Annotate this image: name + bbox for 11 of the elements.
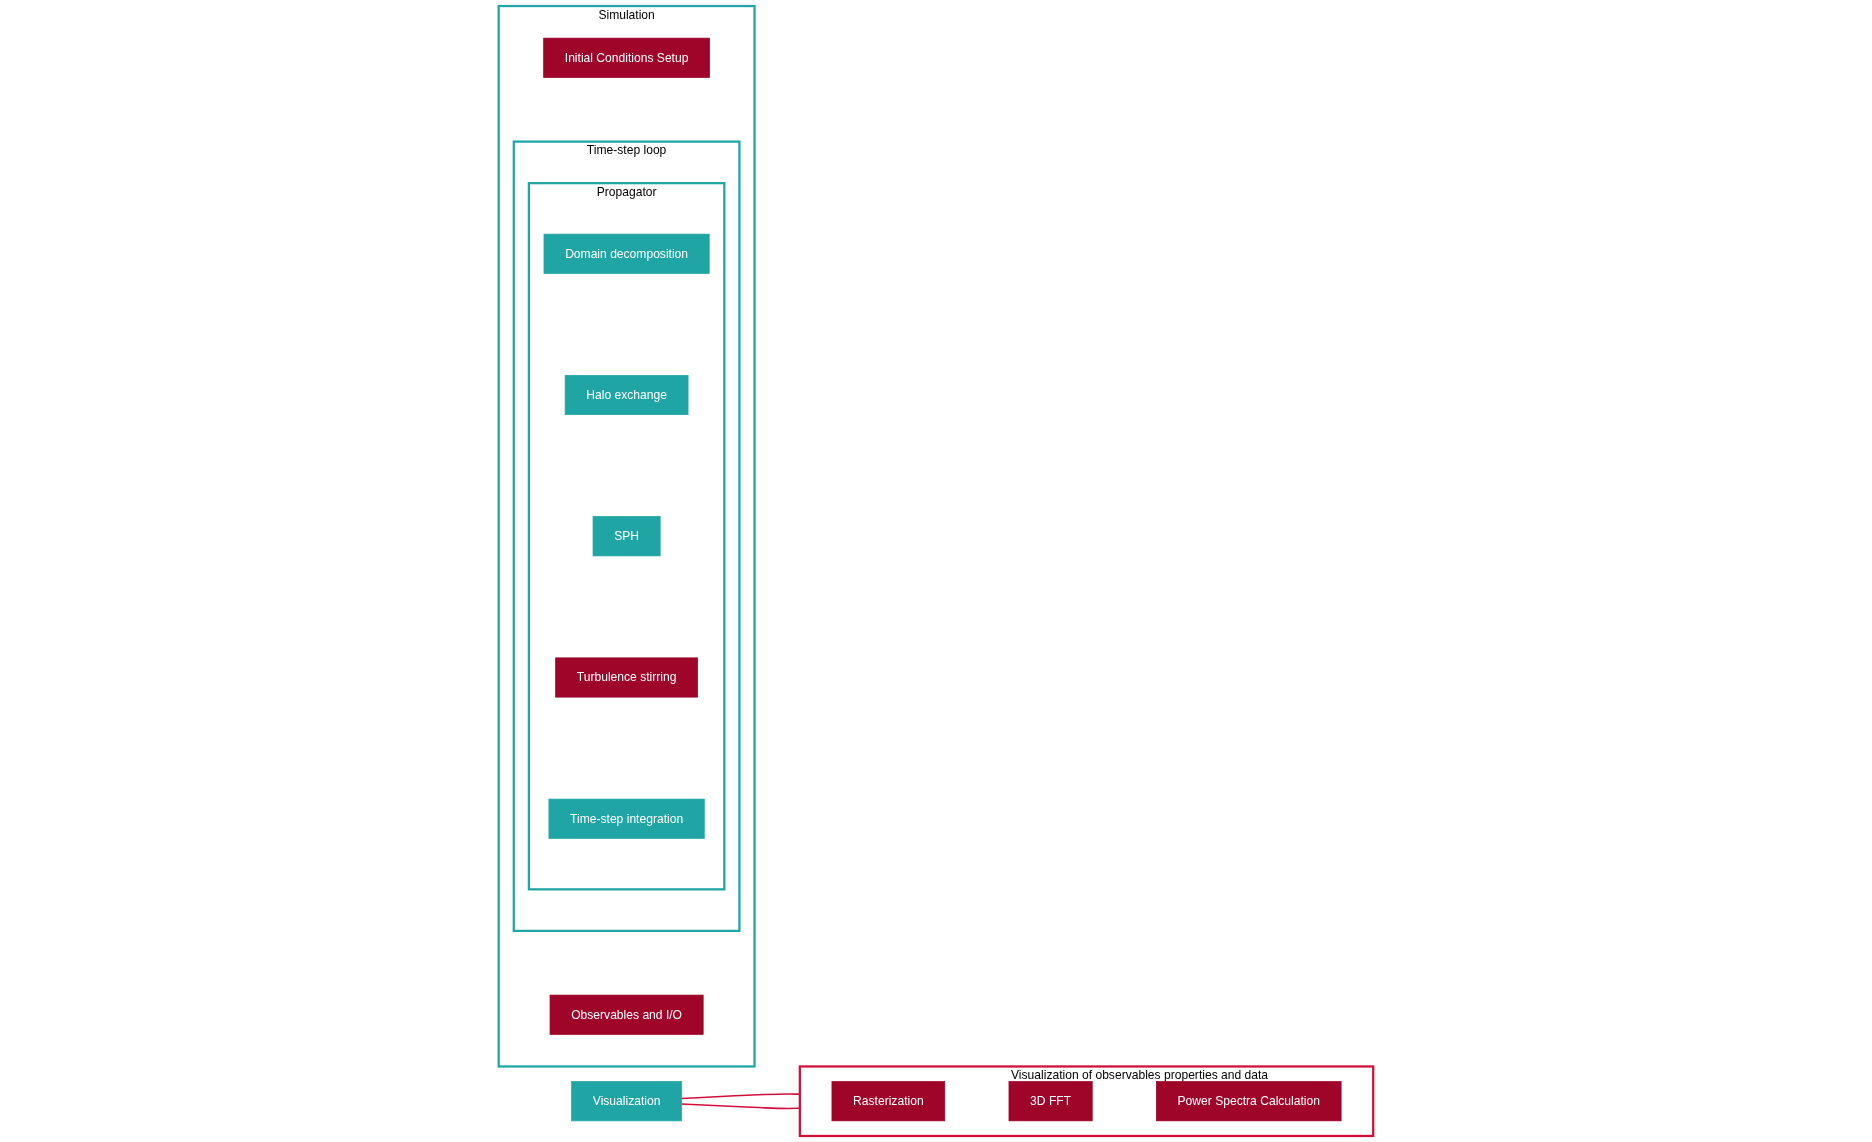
node-box: SPH (592, 516, 661, 557)
node-box: Initial Conditions Setup (543, 37, 710, 78)
node-box: Visualization (571, 1081, 682, 1122)
node-box: Power Spectra Calculation (1156, 1081, 1342, 1122)
node-box: Halo exchange (564, 375, 689, 416)
node-box: Turbulence stirring (555, 657, 698, 698)
node-box: Domain decomposition (543, 233, 710, 274)
node-box: Time-step integration (548, 798, 705, 839)
node-box: 3D FFT (1008, 1081, 1093, 1122)
node-box: Rasterization (831, 1081, 946, 1122)
node-box: Observables and I/O (549, 994, 704, 1035)
